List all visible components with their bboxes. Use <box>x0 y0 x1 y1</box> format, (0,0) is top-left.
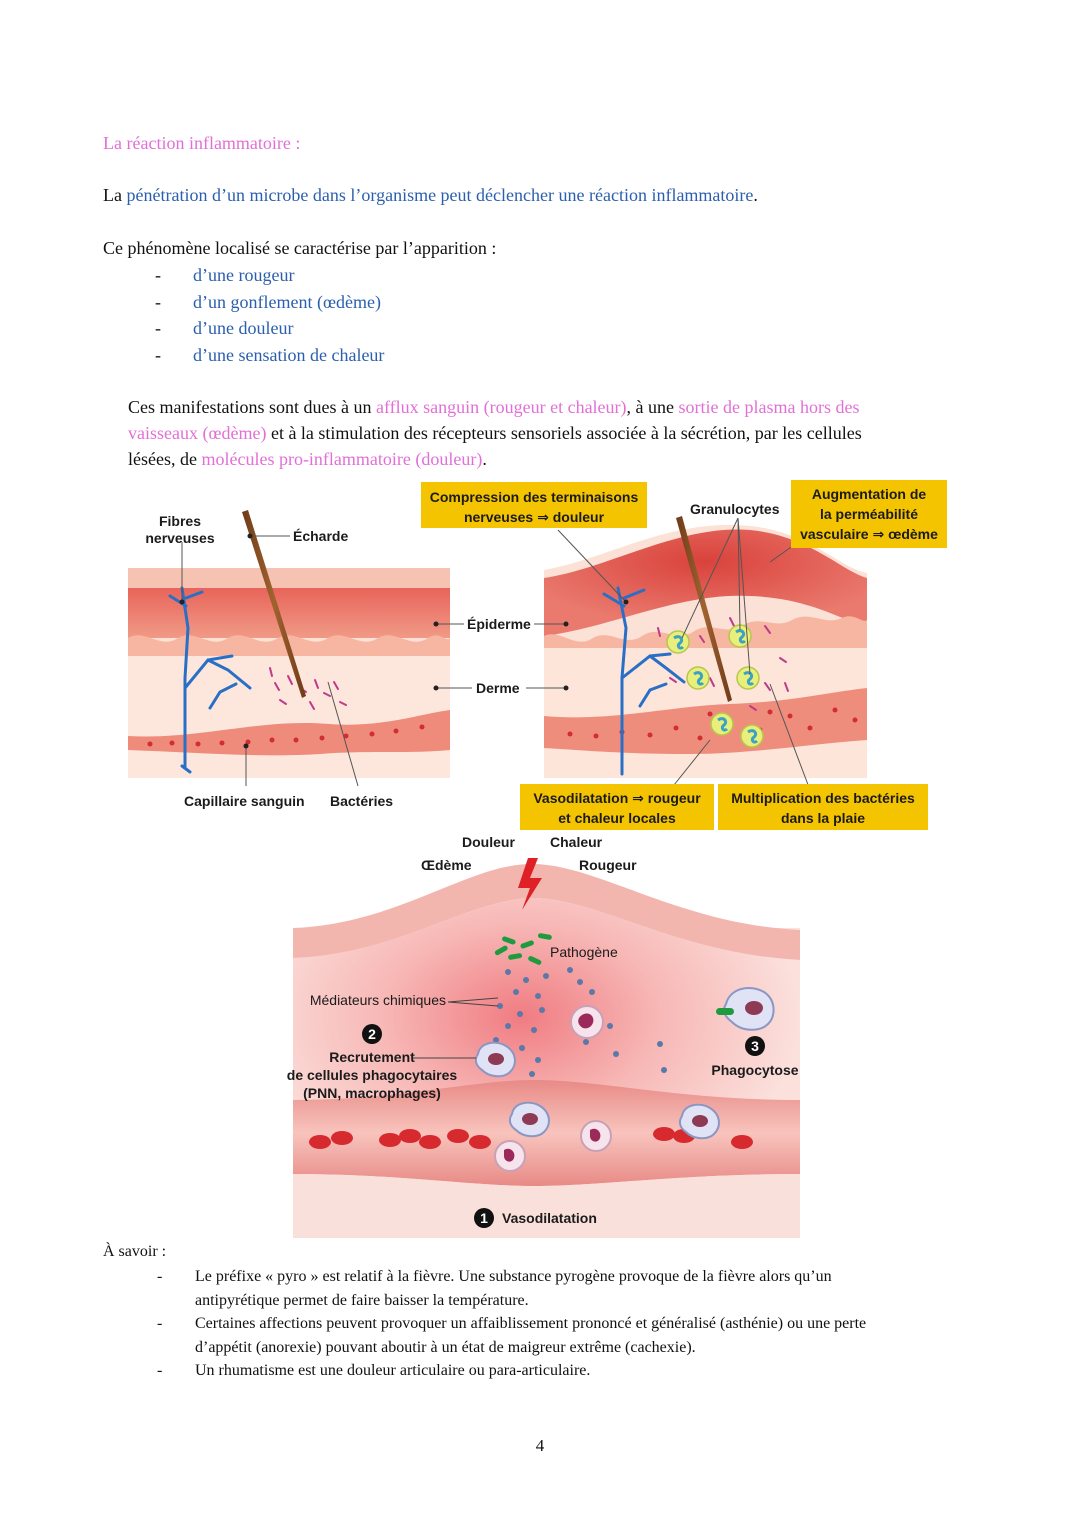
label-derme: Derme <box>476 680 520 696</box>
step-1-badge: 1 <box>474 1208 494 1228</box>
intro-suffix: . <box>753 185 758 205</box>
svg-text:et chaleur locales: et chaleur locales <box>558 810 676 826</box>
label-pathogene: Pathogène <box>550 944 618 960</box>
svg-text:dans la plaie: dans la plaie <box>781 810 865 826</box>
svg-text:Augmentation de: Augmentation de <box>812 486 927 502</box>
page-number: 4 <box>535 1436 545 1455</box>
label-rougeur: Rougeur <box>579 857 637 873</box>
section-title: La réaction inflammatoire : <box>103 133 301 153</box>
explanation-paragraph: Ces manifestations sont dues à un afflux… <box>128 397 862 469</box>
label-vasodilatation: Vasodilatation <box>502 1210 597 1226</box>
symptoms-list: -d’une rougeur -d’un gonflement (œdème) … <box>155 262 384 368</box>
label-recrutement-2: de cellules phagocytaires <box>287 1067 458 1083</box>
phagocytosed-bacterium <box>716 1008 734 1015</box>
box-permeabilite: Augmentation de la perméabilité vasculai… <box>791 480 947 548</box>
list-item: -Le préfixe « pyro » est relatif à la fi… <box>157 1268 832 1309</box>
macrophage-cells <box>474 987 775 1140</box>
intro-prefix: La <box>103 185 127 205</box>
inflammation-mechanism-diagram: Douleur Chaleur Œdème Rougeur Pathogène … <box>287 834 800 1238</box>
list-item: -Un rhumatisme est une douleur articulai… <box>157 1362 591 1379</box>
intro-sentence: La pénétration d’un microbe dans l’organ… <box>103 182 758 208</box>
label-recrutement: Recrutement <box>329 1049 415 1065</box>
label-mediateurs: Médiateurs chimiques <box>310 992 446 1008</box>
label-phagocytose: Phagocytose <box>711 1062 798 1078</box>
label-douleur: Douleur <box>462 834 515 850</box>
inflamed-skin-panel <box>544 516 867 778</box>
symptoms-intro: Ce phénomène localisé se caractérise par… <box>103 238 497 258</box>
label-chaleur: Chaleur <box>550 834 603 850</box>
neutrophil-cells <box>494 1005 612 1172</box>
list-item: -Certaines affections peuvent provoquer … <box>157 1315 867 1356</box>
box-compression: Compression des terminaisons nerveuses ⇒… <box>421 482 647 528</box>
label-epiderme: Épiderme <box>467 616 531 632</box>
label-fibres-2: nerveuses <box>145 530 214 546</box>
red-blood-cells <box>309 1127 753 1149</box>
svg-text:Compression des terminaisons: Compression des terminaisons <box>430 489 639 505</box>
step-2-badge: 2 <box>362 1024 382 1044</box>
list-item: -d’une douleur <box>155 318 294 338</box>
label-fibres: Fibres <box>159 513 201 529</box>
box-multiplication: Multiplication des bactéries dans la pla… <box>718 784 928 830</box>
list-item: -d’une rougeur <box>155 265 295 285</box>
svg-text:Vasodilatation ⇒ rougeur: Vasodilatation ⇒ rougeur <box>533 790 701 806</box>
normal-skin-panel <box>128 510 450 778</box>
svg-text:1: 1 <box>480 1210 488 1226</box>
label-bacteries: Bactéries <box>330 793 393 809</box>
savoir-title: À savoir : <box>103 1243 167 1260</box>
svg-text:Multiplication des bactéries: Multiplication des bactéries <box>731 790 915 806</box>
pathogen-bacteria <box>494 933 552 965</box>
intro-highlight: pénétration d’un microbe dans l’organism… <box>126 185 754 205</box>
svg-text:2: 2 <box>368 1026 376 1042</box>
inflammation-skin-diagram: Fibres nerveuses Écharde Épiderme Derme … <box>128 480 947 830</box>
list-item: -d’un gonflement (œdème) <box>155 291 381 312</box>
label-capillaire: Capillaire sanguin <box>184 793 305 809</box>
label-oedeme: Œdème <box>421 857 472 873</box>
savoir-list: -Le préfixe « pyro » est relatif à la fi… <box>157 1265 866 1383</box>
pain-lightning-icon <box>518 858 542 910</box>
box-vasodilatation: Vasodilatation ⇒ rougeur et chaleur loca… <box>520 784 714 830</box>
label-echarde: Écharde <box>293 528 348 544</box>
label-recrutement-3: (PNN, macrophages) <box>303 1085 441 1101</box>
label-granulocytes: Granulocytes <box>690 501 780 517</box>
step-3-badge: 3 <box>745 1036 765 1056</box>
svg-text:nerveuses ⇒ douleur: nerveuses ⇒ douleur <box>464 509 605 525</box>
svg-text:la perméabilité: la perméabilité <box>820 506 918 522</box>
svg-text:3: 3 <box>751 1038 759 1054</box>
list-item: -d’une sensation de chaleur <box>155 344 385 365</box>
svg-text:vasculaire ⇒ œdème: vasculaire ⇒ œdème <box>800 526 938 542</box>
